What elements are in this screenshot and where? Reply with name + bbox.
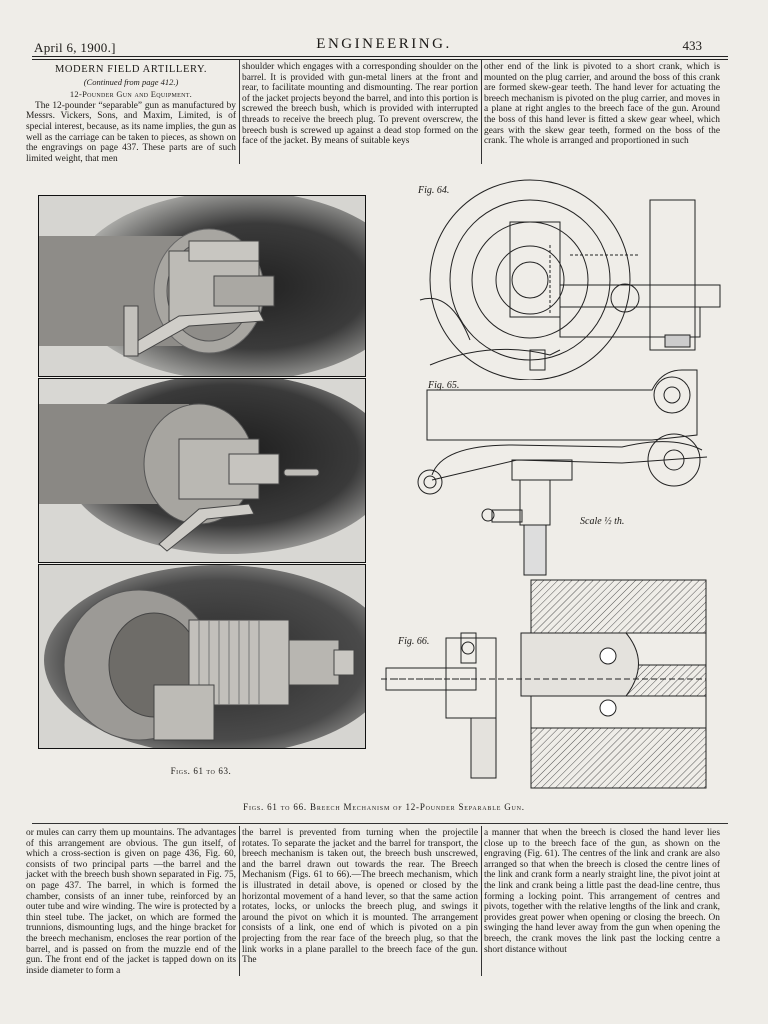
header-rule xyxy=(32,56,728,57)
top-column-2: shoulder which engages with a correspond… xyxy=(242,62,478,147)
drawing-fig-65 xyxy=(412,365,722,580)
bottom-column-2-text: the barrel is prevented from turning whe… xyxy=(242,828,478,966)
bottom-column-3-text: a manner that when the breech is closed … xyxy=(484,828,720,955)
fig-66-label: Fig. 66. xyxy=(398,636,430,647)
drawing-fig-64 xyxy=(410,170,726,380)
bottom-section-rule xyxy=(32,823,728,824)
photo-fig-62-breech-unlocked xyxy=(38,378,366,563)
photo-fig-61-breech-closed xyxy=(38,195,366,377)
header-rule-thin xyxy=(32,59,728,60)
bottom-column-3: a manner that when the breech is closed … xyxy=(484,828,720,955)
scale-label: Scale ½ th. xyxy=(580,516,625,527)
top-column-1-text: The 12-pounder “separable” gun as manufa… xyxy=(26,100,236,164)
fig-64-label: Fig. 64. xyxy=(418,185,450,196)
column-divider xyxy=(481,60,482,164)
column-divider xyxy=(239,826,240,976)
top-column-3: other end of the link is pivoted to a sh… xyxy=(484,62,720,147)
bottom-column-2: the barrel is prevented from turning whe… xyxy=(242,828,478,966)
issue-date: April 6, 1900.] xyxy=(34,40,116,55)
bottom-column-1-text: or mules can carry them up mountains. Th… xyxy=(26,828,236,976)
photos-caption: Figs. 61 to 63. xyxy=(170,766,232,776)
article-subtitle: 12-Pounder Gun and Equipment. xyxy=(69,89,193,100)
drawing-fig-66 xyxy=(376,578,712,790)
figures-main-caption: Figs. 61 to 66. Breech Mechanism of 12-P… xyxy=(243,802,525,812)
top-column-1: MODERN FIELD ARTILLERY. (Continued from … xyxy=(26,62,236,164)
top-column-3-text: other end of the link is pivoted to a sh… xyxy=(484,62,720,147)
article-title: MODERN FIELD ARTILLERY. xyxy=(54,64,208,75)
journal-title: ENGINEERING. xyxy=(316,36,452,52)
bottom-column-1: or mules can carry them up mountains. Th… xyxy=(26,828,236,976)
top-column-2-text: shoulder which engages with a correspond… xyxy=(242,62,478,147)
photo-fig-63-breech-open xyxy=(38,564,366,749)
page-number: 433 xyxy=(682,38,703,53)
fig-65-label: Fig. 65. xyxy=(428,380,460,391)
article-continued: (Continued from page 412.) xyxy=(83,76,179,87)
column-divider xyxy=(481,826,482,976)
column-divider xyxy=(239,60,240,164)
